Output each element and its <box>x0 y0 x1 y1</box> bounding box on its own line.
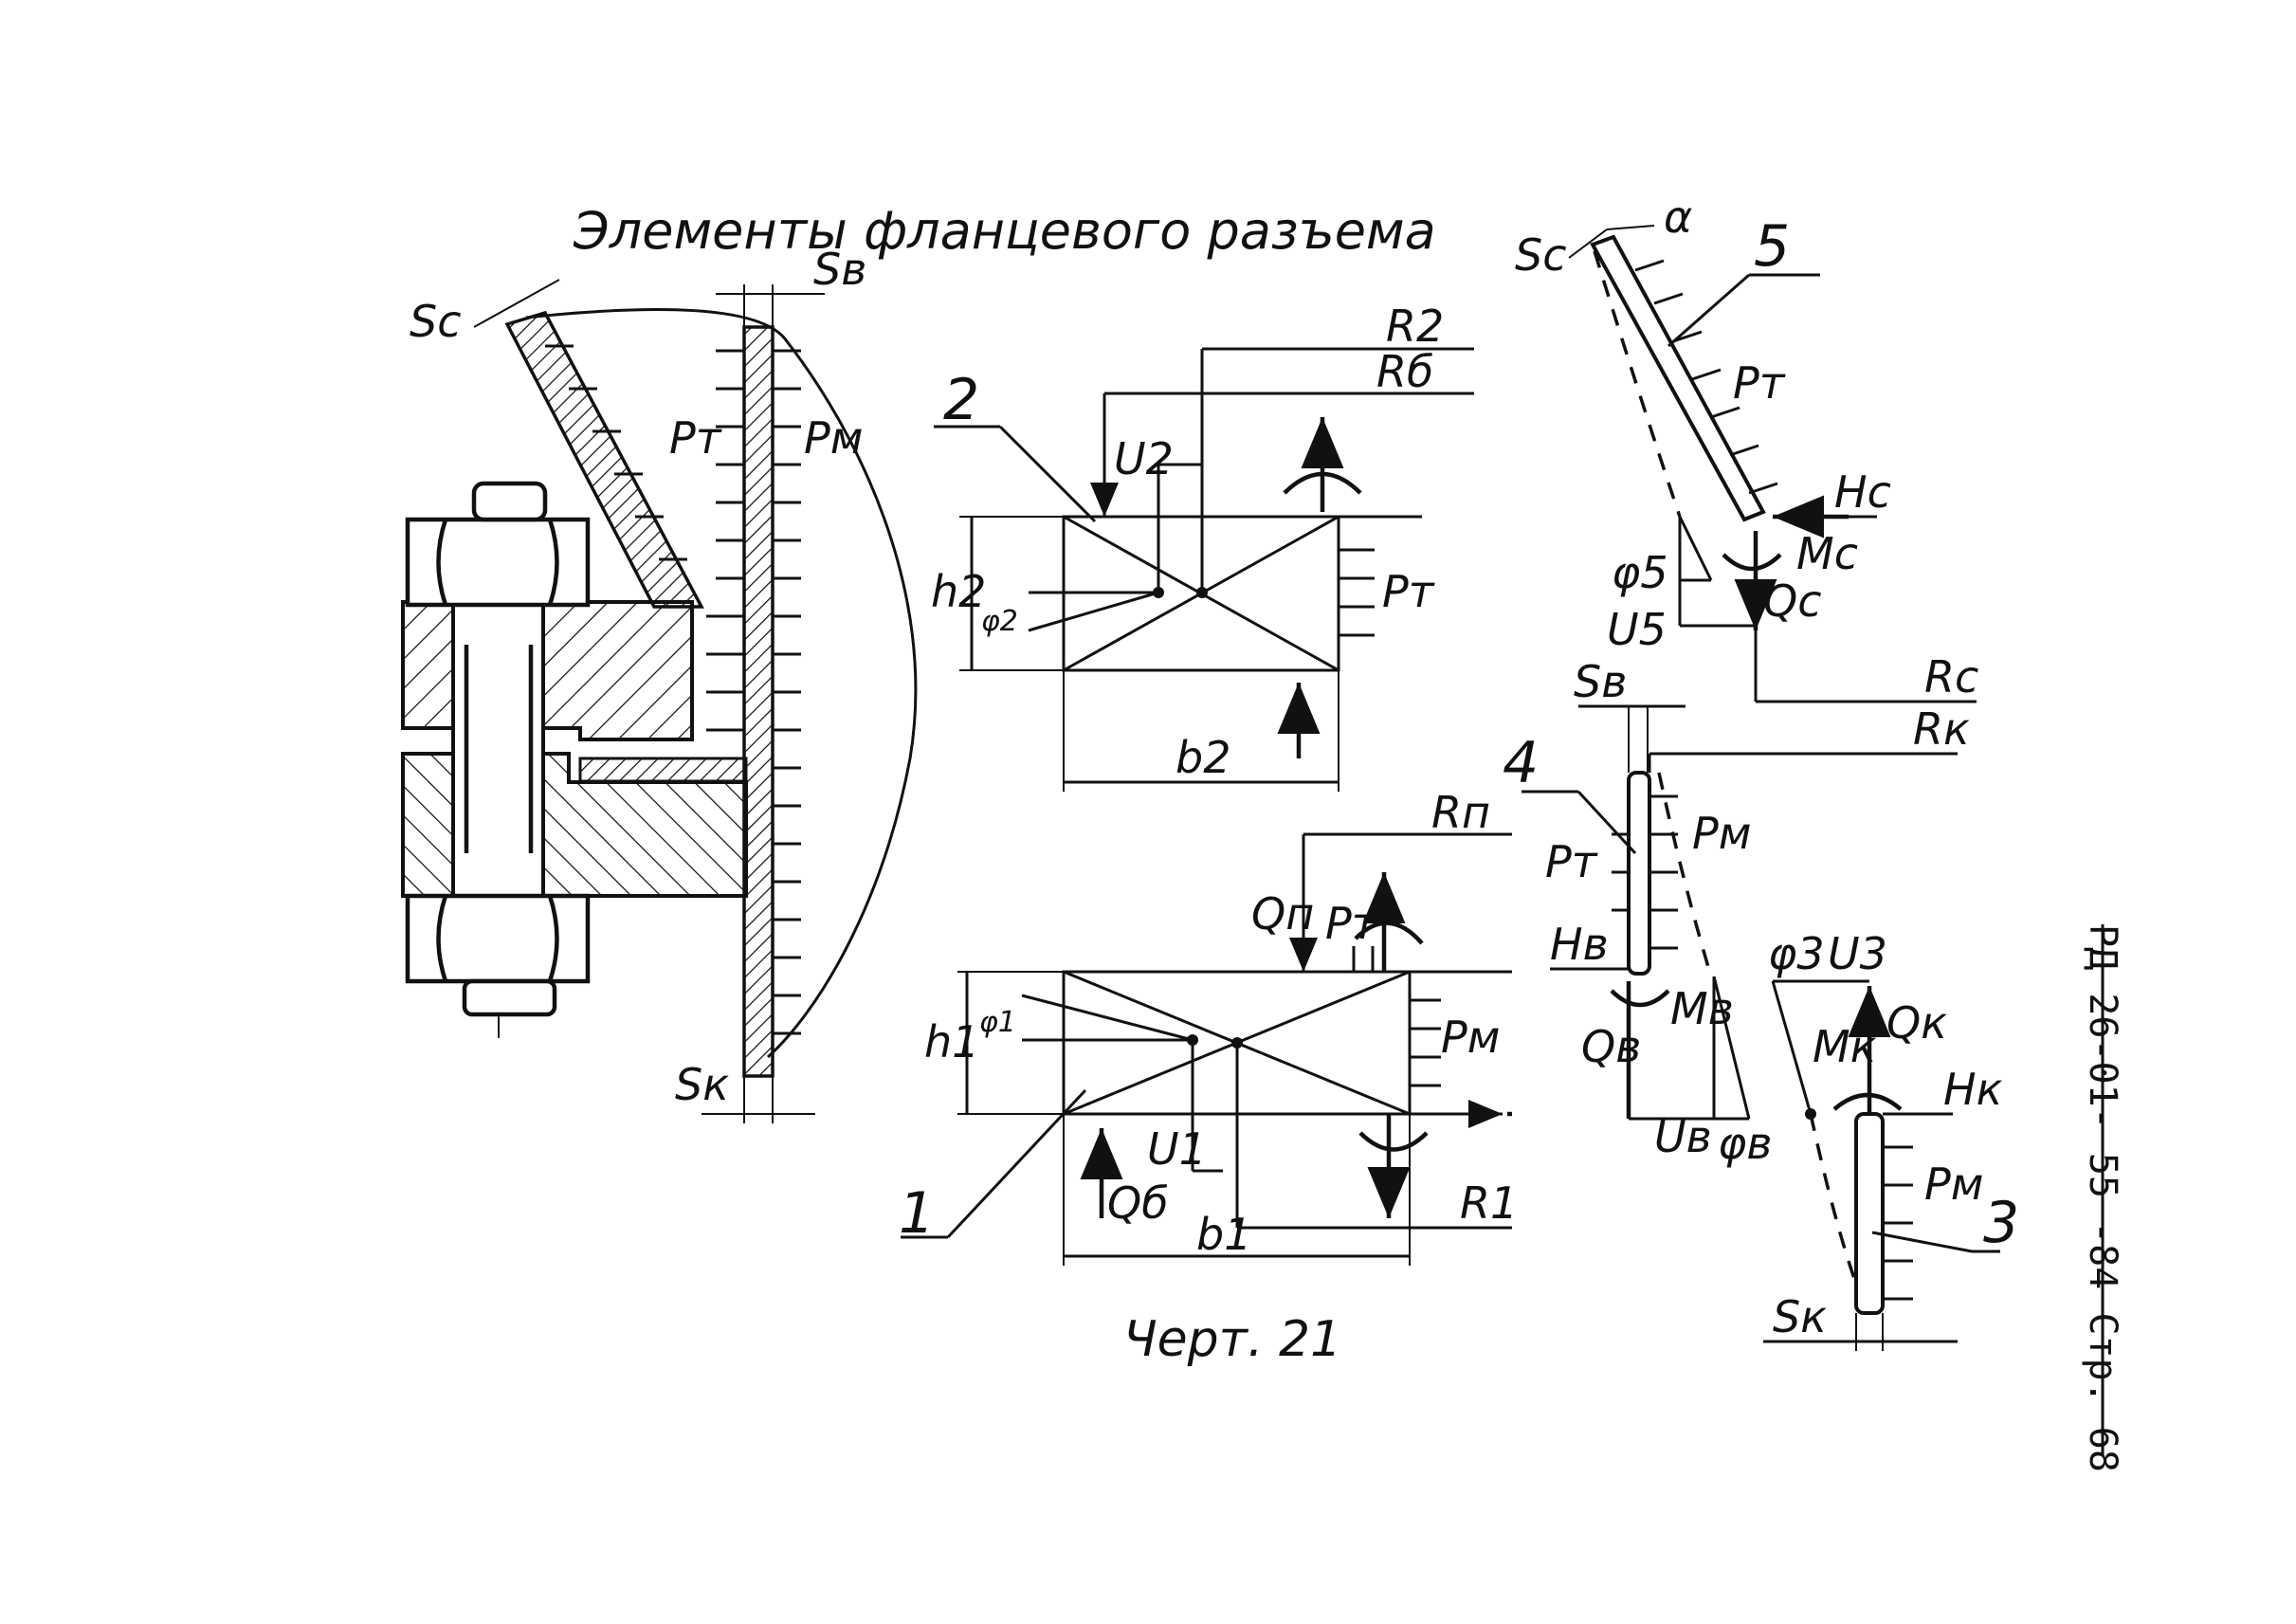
element-2: R2 Rб U2 φ2 h2 b2 2 Pт <box>931 301 1474 792</box>
label-pt-left: Pт <box>669 412 722 464</box>
label-qv: Qв <box>1581 1021 1641 1072</box>
label-mv: Mв <box>1670 983 1734 1034</box>
label-pt-el2: Pт <box>1382 566 1435 617</box>
pt-ticks-element2 <box>1339 515 1422 637</box>
label-pm-el1: Pм <box>1441 1012 1500 1063</box>
label-hc: Hc <box>1834 466 1891 518</box>
element-3: φ3 U3 Qк Mк Hк Pм 3 Sк <box>1763 928 2019 1351</box>
flange-assembly: Sc Sв <box>401 244 918 1123</box>
top-nut <box>405 481 591 608</box>
label-sc-left: Sc <box>410 296 462 347</box>
label-phi1: φ1 <box>979 1006 1016 1039</box>
label-mk: Mк <box>1813 1021 1877 1072</box>
label-qb: Qб <box>1107 1177 1169 1229</box>
label-1: 1 <box>899 1180 935 1247</box>
label-rk: Rк <box>1913 703 1970 755</box>
label-pm-left: Pм <box>804 412 863 464</box>
pm-ticks-element4 <box>1649 794 1678 950</box>
conical-shell <box>504 310 704 609</box>
label-b2: b2 <box>1175 732 1230 783</box>
label-h1: h1 <box>924 1016 979 1067</box>
label-hv: Hв <box>1550 919 1609 970</box>
bottom-nut <box>405 893 591 1017</box>
pm-ticks-element1 <box>1410 998 1441 1087</box>
diagram-title: Элементы фланцевого разъема <box>573 201 1436 261</box>
label-2: 2 <box>943 367 979 433</box>
label-sc-right: Sc <box>1515 229 1567 281</box>
gasket <box>578 757 748 783</box>
label-4: 4 <box>1503 730 1539 796</box>
pt-ticks-element4 <box>1612 832 1629 912</box>
label-hk: Hк <box>1943 1064 2003 1115</box>
label-sv-right: Sв <box>1574 656 1627 707</box>
label-r2: R2 <box>1386 301 1444 352</box>
label-mc: Mc <box>1796 528 1858 579</box>
label-u3: U3 <box>1828 928 1887 979</box>
label-sk-left: Sк <box>675 1059 729 1110</box>
element-5: Pт Sc α 5 Hc Mc φ5 U5 Qc Rc <box>1515 192 1978 703</box>
label-r1: R1 <box>1460 1177 1518 1229</box>
label-sv-top: Sв <box>813 244 866 295</box>
label-u1: U1 <box>1147 1123 1207 1175</box>
label-sk-right: Sк <box>1773 1291 1827 1342</box>
pm-ticks-element3 <box>1883 1145 1913 1301</box>
label-alpha: α <box>1664 192 1692 243</box>
figure-caption: Черт. 21 <box>1123 1311 1341 1368</box>
label-rc: Rc <box>1924 651 1978 703</box>
upper-flange <box>401 600 694 741</box>
label-rb: Rб <box>1376 346 1433 397</box>
label-pt-el1: Pт <box>1325 898 1378 949</box>
pressure-envelope-curve <box>525 307 918 1059</box>
pt-ticks-cone <box>545 344 687 561</box>
label-3: 3 <box>1983 1190 2019 1256</box>
label-u2: U2 <box>1114 433 1174 484</box>
label-b1: b1 <box>1196 1209 1251 1260</box>
label-pm-el3: Pм <box>1924 1159 1983 1210</box>
element-1: Rп Qп Pт Pм φ1 h1 U1 <box>899 787 1518 1266</box>
pm-ticks-wall <box>773 349 801 1035</box>
label-qk: Qк <box>1886 997 1947 1049</box>
label-phi5: φ5 <box>1612 547 1668 598</box>
label-qp: Qп <box>1251 888 1314 940</box>
label-pm-el4: Pм <box>1692 808 1751 859</box>
label-phi3: φ3 <box>1768 928 1825 979</box>
label-5: 5 <box>1754 213 1790 280</box>
label-pt-el5: Pт <box>1733 357 1786 409</box>
label-u5: U5 <box>1607 604 1667 655</box>
pt-ticks-wall <box>706 349 744 732</box>
label-h2: h2 <box>931 566 986 617</box>
label-pt-el4: Pт <box>1545 836 1598 887</box>
label-qc: Qc <box>1763 575 1822 627</box>
element-4: Sв Rк Pм Pт 4 Hв Mв Qв Uв <box>1503 656 1970 1169</box>
label-phiv: φв <box>1718 1118 1772 1169</box>
label-rp: Rп <box>1431 787 1490 838</box>
vertical-shell-wall <box>742 325 774 1078</box>
label-uv: Uв <box>1654 1111 1712 1162</box>
label-phi2: φ2 <box>981 605 1018 638</box>
pt-ticks-element5 <box>1634 259 1778 495</box>
